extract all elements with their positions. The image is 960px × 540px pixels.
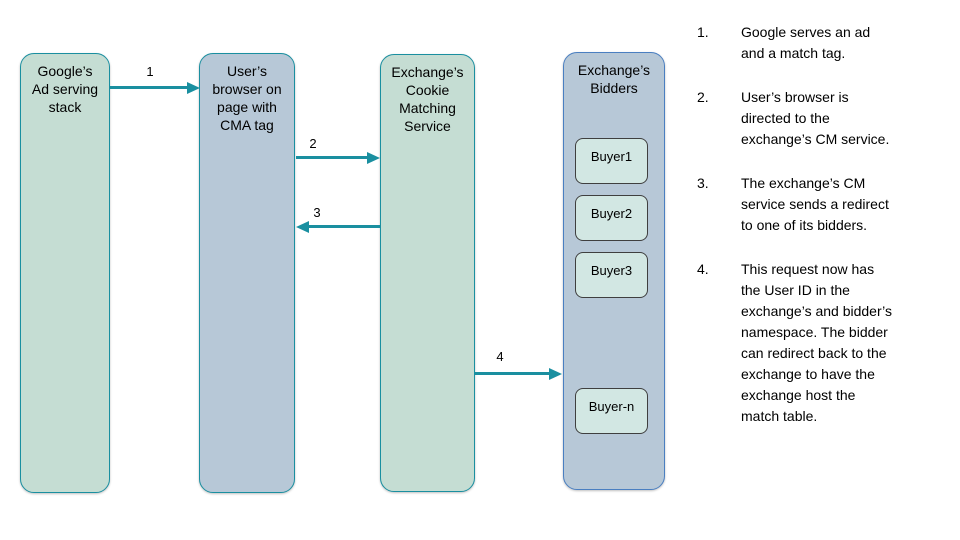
step-item-3: 3. The exchange’s CM service sends a red… <box>697 173 949 236</box>
arrow-1-label: 1 <box>146 64 154 79</box>
arrow-4-arrowhead-icon <box>549 368 562 380</box>
arrow-1-arrowhead-icon <box>187 82 200 94</box>
buyer-box-3: Buyer3 <box>575 252 648 298</box>
arrow-3-line <box>308 225 380 228</box>
step-text: Google serves an ad and a match tag. <box>741 24 871 61</box>
buyer-box-n: Buyer-n <box>575 388 648 434</box>
step-item-4: 4. This request now has the User ID in t… <box>697 259 949 427</box>
step-text: User’s browser is directed to the exchan… <box>741 89 890 147</box>
step-number: 1. <box>697 24 709 40</box>
arrow-3-label: 3 <box>313 205 321 220</box>
step-text: The exchange’s CM service sends a redire… <box>741 175 889 233</box>
step-number: 2. <box>697 89 709 105</box>
node-exchange-cm-service: Exchange’s Cookie Matching Service <box>380 54 475 492</box>
arrow-3-arrowhead-icon <box>296 221 309 233</box>
node-user-browser: User’s browser on page with CMA tag <box>199 53 295 493</box>
arrow-1-line <box>110 86 189 89</box>
buyer-box-2: Buyer2 <box>575 195 648 241</box>
arrow-2-arrowhead-icon <box>367 152 380 164</box>
node-exchange-bidders-label: Exchange’s Bidders <box>577 62 651 96</box>
node-google-ad-stack: Google’s Ad serving stack <box>20 53 110 493</box>
node-exchange-cm-service-label: Exchange’s Cookie Matching Service <box>391 64 464 134</box>
node-user-browser-label: User’s browser on page with CMA tag <box>212 63 282 133</box>
arrow-4-label: 4 <box>496 349 504 364</box>
node-google-ad-stack-label: Google’s Ad serving stack <box>31 63 99 115</box>
arrow-2-line <box>296 156 369 159</box>
steps-list: 1. Google serves an ad and a match tag. … <box>697 22 949 450</box>
step-number: 3. <box>697 175 709 191</box>
step-item-1: 1. Google serves an ad and a match tag. <box>697 22 949 64</box>
buyer-label: Buyer1 <box>590 149 633 164</box>
buyer-label: Buyer2 <box>590 206 633 221</box>
buyer-label: Buyer-n <box>588 399 635 414</box>
arrow-4-line <box>474 372 551 375</box>
step-number: 4. <box>697 261 709 277</box>
node-exchange-bidders: Exchange’s Bidders Buyer1 Buyer2 Buyer3 … <box>563 52 665 490</box>
step-item-2: 2. User’s browser is directed to the exc… <box>697 87 949 150</box>
buyer-label: Buyer3 <box>590 263 633 278</box>
buyer-box-1: Buyer1 <box>575 138 648 184</box>
step-text: This request now has the User ID in the … <box>741 261 893 424</box>
arrow-2-label: 2 <box>309 136 317 151</box>
